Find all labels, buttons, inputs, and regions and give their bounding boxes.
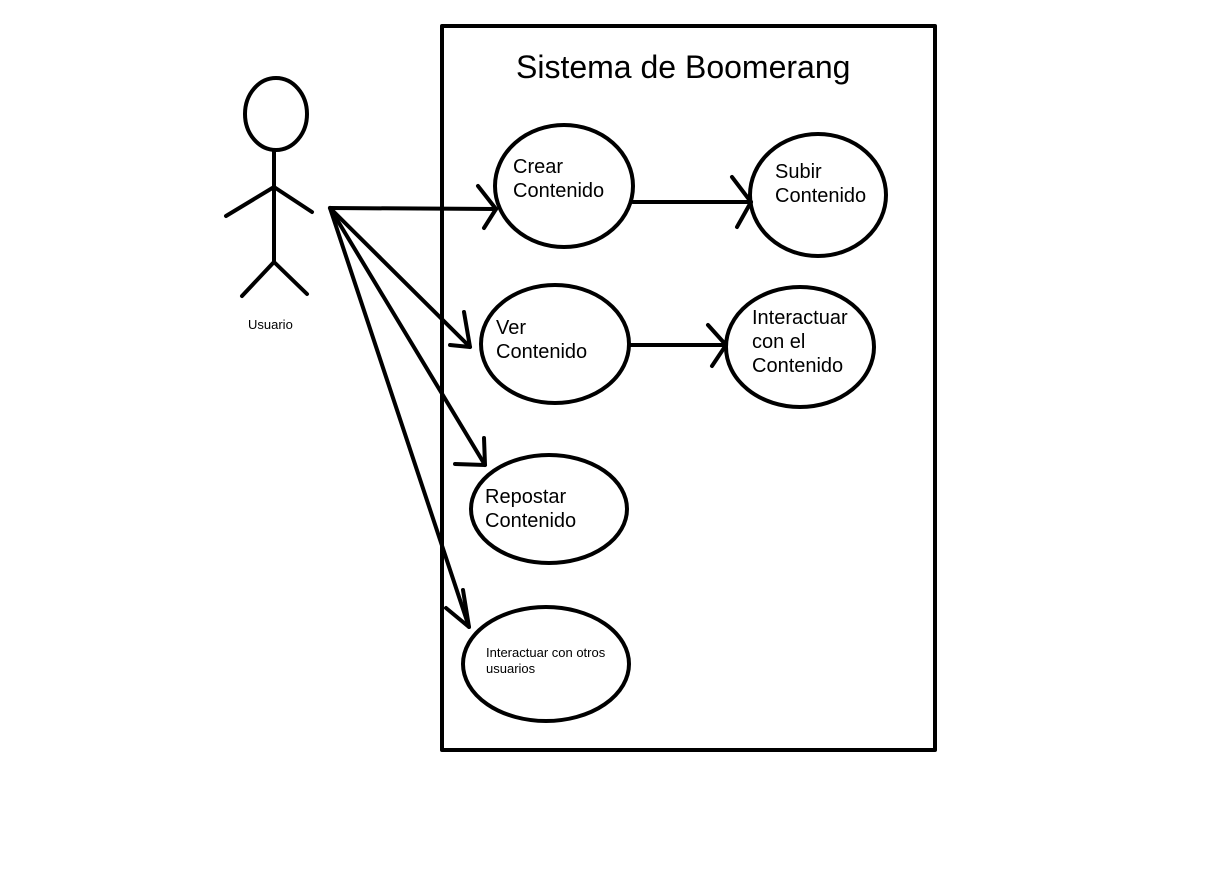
actor-label: Usuario bbox=[248, 317, 293, 332]
use-case-interactuar-usuarios bbox=[461, 605, 631, 723]
use-case-label-interactuar-contenido: Interactuar con el Contenido bbox=[752, 307, 848, 377]
use-case-repostar-contenido bbox=[469, 453, 629, 565]
use-case-label-ver: Ver Contenido bbox=[496, 317, 588, 363]
arrow-actor-ver bbox=[328, 206, 472, 349]
system-boundary bbox=[440, 24, 937, 752]
stick-figure-icon bbox=[224, 76, 314, 298]
use-case-label-crear: Crear Contenido bbox=[513, 156, 605, 202]
use-case-label-repostar: Repostar Contenido bbox=[485, 486, 577, 532]
arrow-actor-crear bbox=[328, 184, 498, 230]
use-case-crear-contenido bbox=[493, 123, 635, 249]
system-title: Sistema de Boomerang bbox=[516, 49, 851, 85]
arrow-ver-interactuar bbox=[628, 323, 728, 368]
use-case-label-interactuar-usuarios: Interactuar con otros usuarios bbox=[486, 645, 606, 676]
arrow-actor-interactuar-usuarios bbox=[328, 206, 471, 629]
use-case-label-subir: Subir Contenido bbox=[775, 161, 867, 207]
use-case-subir-contenido bbox=[748, 132, 888, 258]
arrow-crear-subir bbox=[631, 175, 753, 229]
arrow-actor-repostar bbox=[328, 206, 487, 467]
